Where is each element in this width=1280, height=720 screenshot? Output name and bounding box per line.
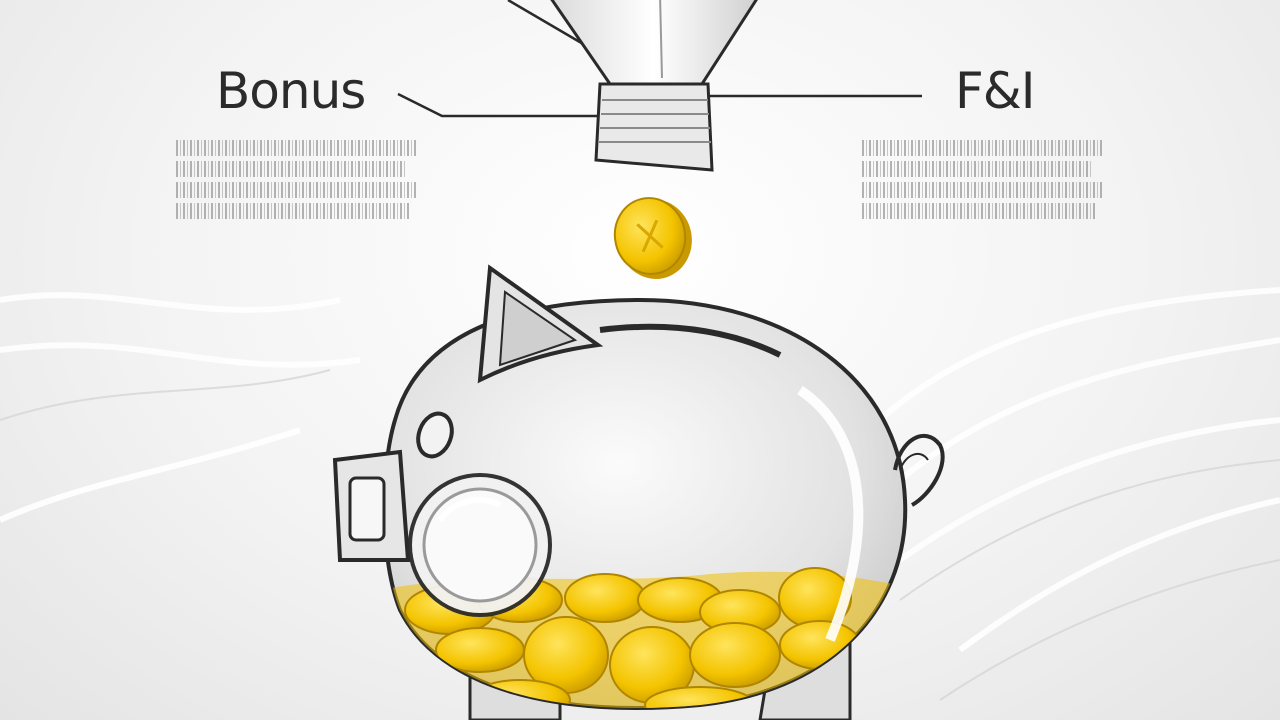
text-line	[176, 140, 416, 156]
funnel-icon	[550, 0, 758, 172]
left-text-block	[176, 140, 416, 219]
text-line	[862, 203, 1098, 219]
f-and-i-label: F&I	[955, 62, 1035, 120]
coin-icon	[613, 197, 692, 279]
text-line	[176, 182, 416, 198]
piggy-bank-icon	[332, 264, 945, 720]
text-line	[862, 161, 1093, 177]
text-line	[862, 140, 1102, 156]
text-line	[176, 203, 412, 219]
text-line	[862, 182, 1102, 198]
right-text-block	[862, 140, 1102, 219]
bonus-label: Bonus	[216, 62, 366, 120]
connector-lines	[397, 0, 922, 118]
text-line	[176, 161, 407, 177]
